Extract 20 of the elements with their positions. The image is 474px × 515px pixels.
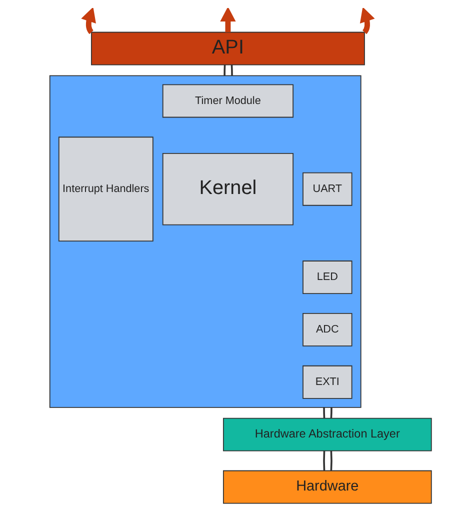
cluster (49, 75, 362, 408)
arrow (220, 8, 236, 32)
node-box: Kernel (162, 152, 294, 226)
node-box: ADC (302, 312, 352, 346)
node-box: UART (302, 172, 352, 206)
arrow (360, 8, 375, 34)
node-box: Hardware (222, 470, 432, 504)
node-box: API (90, 32, 365, 66)
node-box: LED (302, 260, 352, 294)
node-box: Interrupt Handlers (58, 136, 154, 242)
connector (230, 64, 233, 76)
connector (323, 407, 326, 418)
node-box: EXTI (302, 365, 352, 399)
node-box: Timer Module (162, 84, 294, 118)
connector (330, 450, 332, 471)
arrow (81, 8, 96, 34)
connector (330, 407, 332, 418)
node-box: Hardware Abstraction Layer (222, 418, 432, 452)
connector (323, 450, 326, 471)
connector (224, 64, 226, 76)
